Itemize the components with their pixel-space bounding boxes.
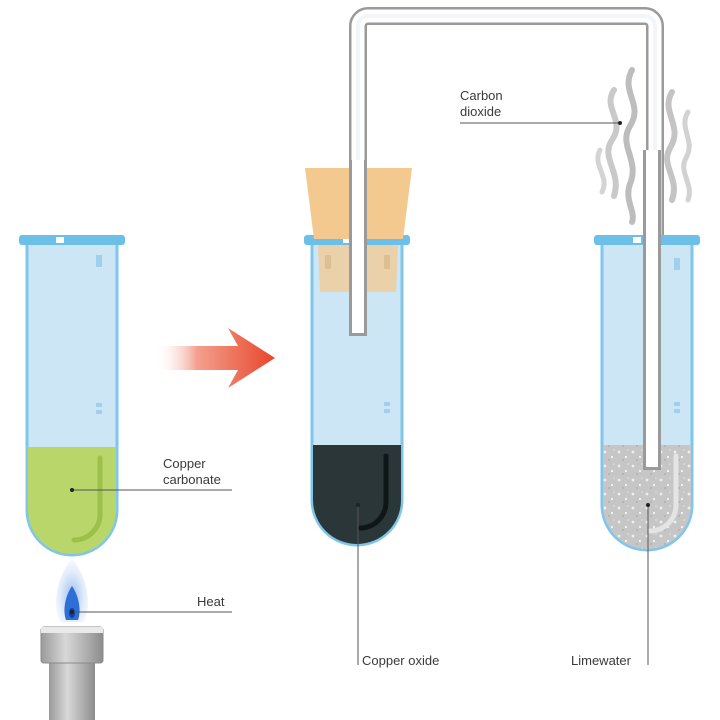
delivery-tube-outlet: [643, 150, 661, 470]
gas-wisps: [595, 67, 692, 225]
label-carbon-dioxide-line1: Carbon: [460, 88, 503, 103]
label-copper-carbonate: Copper carbonate: [163, 456, 221, 487]
label-copper-oxide: Copper oxide: [362, 653, 439, 668]
label-heat: Heat: [197, 594, 225, 609]
delivery-tube: [349, 7, 664, 468]
process-arrow: [155, 328, 275, 388]
delivery-tube-inlet: [349, 160, 367, 336]
leader-dots: [70, 121, 650, 614]
label-carbon-dioxide-line2: dioxide: [460, 104, 501, 119]
copper-carbonate-powder: [28, 447, 116, 554]
bunsen-burner: [40, 626, 104, 720]
test-tube-copper-carbonate: [19, 235, 125, 557]
leader-lines: [72, 122, 649, 665]
label-carbon-dioxide: Carbon dioxide: [460, 88, 506, 119]
label-copper-carbonate-line1: Copper: [163, 456, 206, 471]
label-limewater: Limewater: [571, 653, 632, 668]
label-copper-carbonate-line2: carbonate: [163, 472, 221, 487]
